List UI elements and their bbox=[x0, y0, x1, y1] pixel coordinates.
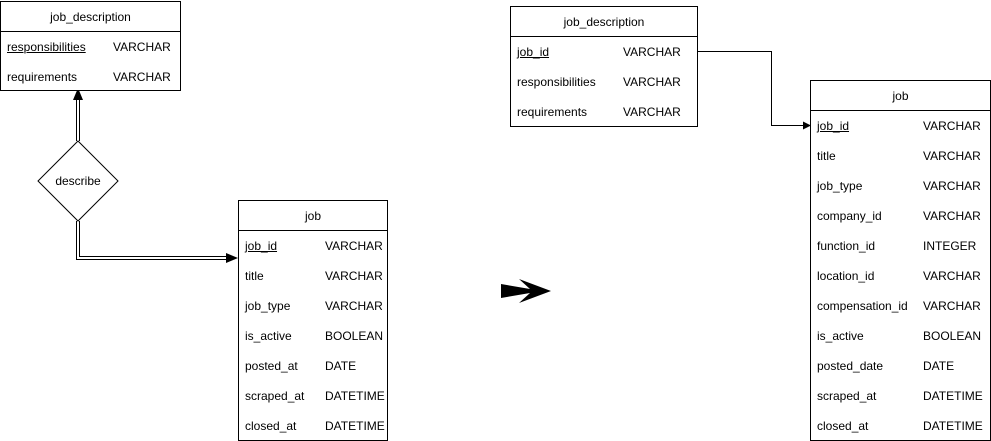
column-name: responsibilities bbox=[517, 75, 596, 89]
column-type: VARCHAR bbox=[113, 70, 171, 84]
column-name: posted_date bbox=[817, 359, 884, 373]
right-job-description-table[interactable]: job_description job_id VARCHAR responsib… bbox=[510, 6, 698, 127]
table-row[interactable]: scraped_at DATETIME bbox=[239, 381, 387, 411]
column-type: INTEGER bbox=[923, 239, 977, 253]
table-row[interactable]: is_active BOOLEAN bbox=[811, 321, 990, 351]
table-row[interactable]: compensation_id VARCHAR bbox=[811, 291, 990, 321]
table-row[interactable]: job_type VARCHAR bbox=[811, 171, 990, 201]
arrowhead-icon bbox=[226, 253, 238, 263]
column-type: VARCHAR bbox=[923, 119, 981, 133]
table-title: job_description bbox=[511, 7, 697, 37]
column-name: location_id bbox=[817, 269, 875, 283]
column-type: DATETIME bbox=[923, 389, 983, 403]
table-row[interactable]: responsibilities VARCHAR bbox=[1, 32, 180, 62]
table-row[interactable]: closed_at DATETIME bbox=[239, 411, 387, 441]
column-name: compensation_id bbox=[817, 299, 908, 313]
column-name: posted_at bbox=[245, 359, 298, 373]
table-row[interactable]: closed_at DATETIME bbox=[811, 411, 990, 441]
table-row[interactable]: job_type VARCHAR bbox=[239, 291, 387, 321]
table-row[interactable]: job_id VARCHAR bbox=[239, 231, 387, 261]
column-type: VARCHAR bbox=[923, 209, 981, 223]
left-job-description-table[interactable]: job_description responsibilities VARCHAR… bbox=[0, 1, 181, 91]
table-row[interactable]: scraped_at DATETIME bbox=[811, 381, 990, 411]
column-type: DATE bbox=[923, 359, 955, 373]
column-type: BOOLEAN bbox=[923, 329, 982, 343]
column-type: BOOLEAN bbox=[325, 329, 384, 343]
column-name: company_id bbox=[817, 209, 882, 223]
column-type: VARCHAR bbox=[623, 75, 681, 89]
table-title: job bbox=[239, 201, 387, 231]
arrowhead-icon bbox=[803, 121, 811, 130]
table-row[interactable]: company_id VARCHAR bbox=[811, 201, 990, 231]
column-type: VARCHAR bbox=[325, 299, 383, 313]
column-name: scraped_at bbox=[817, 389, 877, 403]
left-job-table[interactable]: job job_id VARCHAR title VARCHAR job_typ… bbox=[238, 200, 388, 441]
column-name: is_active bbox=[245, 329, 292, 343]
table-row[interactable]: posted_date DATE bbox=[811, 351, 990, 381]
column-type: DATETIME bbox=[325, 389, 385, 403]
column-name: job_id bbox=[517, 45, 550, 59]
column-type: VARCHAR bbox=[325, 269, 383, 283]
table-row[interactable]: job_id VARCHAR bbox=[811, 111, 990, 141]
column-name: title bbox=[245, 269, 264, 283]
column-name: closed_at bbox=[817, 419, 869, 433]
column-type: VARCHAR bbox=[923, 269, 981, 283]
column-name: is_active bbox=[817, 329, 864, 343]
right-arrow-icon bbox=[501, 279, 551, 303]
column-type: VARCHAR bbox=[923, 179, 981, 193]
table-row[interactable]: is_active BOOLEAN bbox=[239, 321, 387, 351]
column-name: requirements bbox=[7, 70, 78, 84]
describe-to-job-connector bbox=[76, 221, 238, 263]
table-row[interactable]: responsibilities VARCHAR bbox=[511, 67, 697, 97]
table-row[interactable]: title VARCHAR bbox=[811, 141, 990, 171]
table-row[interactable]: requirements VARCHAR bbox=[511, 97, 697, 127]
arrowhead-icon bbox=[73, 88, 83, 100]
column-name: closed_at bbox=[245, 419, 297, 433]
column-name: job_type bbox=[817, 179, 863, 193]
table-title: job_description bbox=[1, 2, 180, 32]
column-type: VARCHAR bbox=[325, 239, 383, 253]
column-name: job_type bbox=[245, 299, 291, 313]
fk-connector bbox=[697, 51, 811, 130]
column-type: VARCHAR bbox=[923, 149, 981, 163]
column-name: job_id bbox=[245, 239, 278, 253]
table-row[interactable]: requirements VARCHAR bbox=[1, 62, 180, 92]
column-type: VARCHAR bbox=[923, 299, 981, 313]
column-name: responsibilities bbox=[7, 40, 86, 54]
column-type: DATE bbox=[325, 359, 357, 373]
column-name: scraped_at bbox=[245, 389, 305, 403]
relationship-diamond[interactable] bbox=[37, 140, 119, 222]
column-name: function_id bbox=[817, 239, 876, 253]
table-row[interactable]: posted_at DATE bbox=[239, 351, 387, 381]
column-name: job_id bbox=[817, 119, 850, 133]
column-name: requirements bbox=[517, 105, 588, 119]
table-row[interactable]: location_id VARCHAR bbox=[811, 261, 990, 291]
table-title: job bbox=[811, 81, 990, 111]
column-name: title bbox=[817, 149, 836, 163]
relationship-label: describe bbox=[55, 174, 101, 188]
table-row[interactable]: title VARCHAR bbox=[239, 261, 387, 291]
right-job-table[interactable]: job job_id VARCHAR title VARCHAR job_typ… bbox=[810, 80, 991, 441]
column-type: VARCHAR bbox=[113, 40, 171, 54]
column-type: DATETIME bbox=[923, 419, 983, 433]
column-type: VARCHAR bbox=[623, 45, 681, 59]
describe-to-job-description-connector bbox=[73, 88, 83, 141]
column-type: DATETIME bbox=[325, 419, 385, 433]
table-row[interactable]: job_id VARCHAR bbox=[511, 37, 697, 67]
column-type: VARCHAR bbox=[623, 105, 681, 119]
table-row[interactable]: function_id INTEGER bbox=[811, 231, 990, 261]
